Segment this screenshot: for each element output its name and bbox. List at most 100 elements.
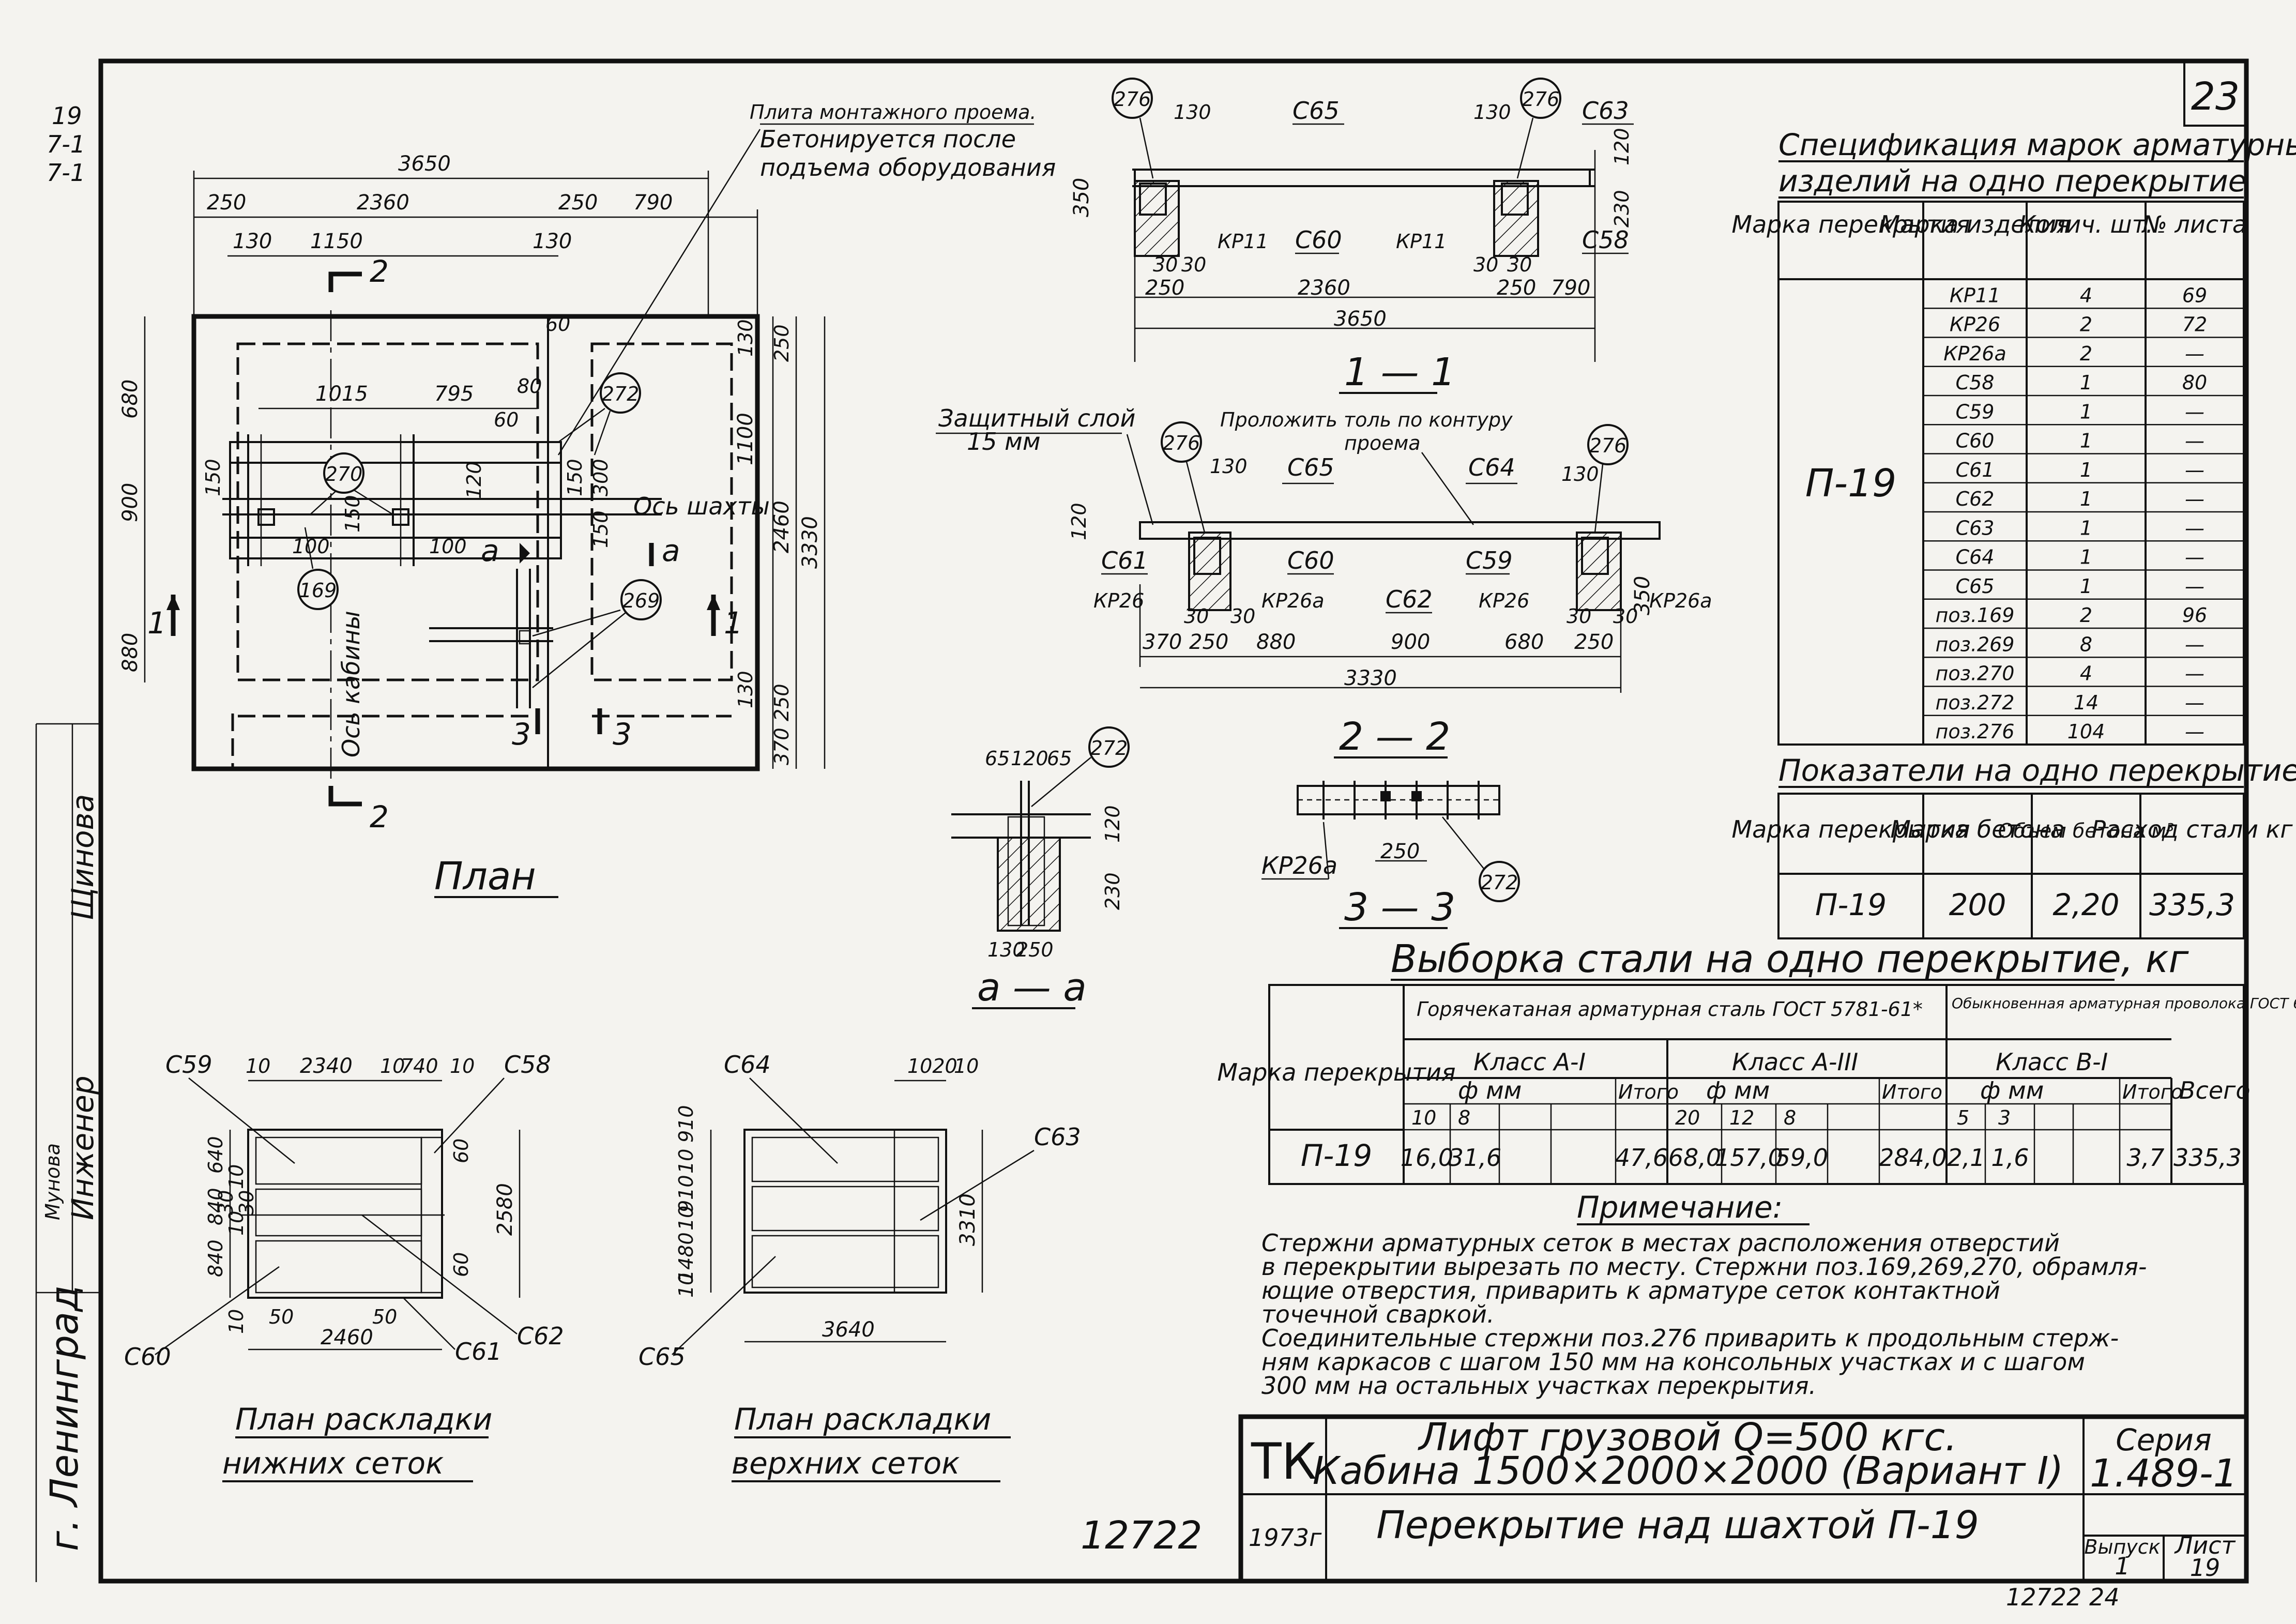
svg-text:П-19: П-19: [1815, 887, 1887, 922]
svg-text:1: 1: [2115, 1552, 2130, 1580]
svg-text:С63: С63: [1034, 1123, 1081, 1151]
svg-text:С58: С58: [1582, 226, 1629, 254]
svg-text:Марка бетона: Марка бетона: [1890, 815, 2065, 843]
sheet-frame: [98, 58, 2249, 1584]
svg-text:840: 840: [204, 1239, 227, 1277]
svg-text:3330: 3330: [1344, 666, 1397, 690]
svg-text:130: 130: [734, 319, 757, 357]
svg-text:2360: 2360: [357, 191, 409, 215]
spec-cell: 1: [2080, 430, 2092, 452]
svg-text:10: 10: [675, 1273, 697, 1298]
spec-cell: КР11: [1950, 284, 2000, 307]
section-3-3-title: 3 — 3: [1344, 885, 1455, 930]
svg-text:130: 130: [1210, 455, 1248, 478]
svg-text:150: 150: [341, 495, 364, 533]
svg-text:150: 150: [202, 459, 224, 496]
section-2-2: 370 250 880 900 680 250 3330 30 30 30 30…: [936, 404, 1712, 759]
svg-text:Марка изделия: Марка изделия: [1879, 210, 2070, 238]
svg-text:проема: проема: [1344, 432, 1421, 454]
svg-text:130: 130: [987, 938, 1025, 961]
svg-text:150: 150: [589, 510, 612, 548]
svg-text:КР26: КР26: [1093, 589, 1144, 612]
svg-text:Всего: Всего: [2179, 1076, 2250, 1104]
plan-dim-3650: 3650: [398, 152, 451, 176]
svg-text:250: 250: [1189, 630, 1228, 654]
s11-circle-276-right: 276: [1522, 88, 1560, 111]
svg-text:КР11: КР11: [1396, 230, 1447, 253]
svg-text:С61: С61: [455, 1338, 502, 1365]
spec-cell: С58: [1956, 371, 1995, 394]
plan-title: План: [434, 854, 536, 899]
svg-text:910: 910: [675, 1175, 697, 1212]
spec-cell: 1: [2080, 546, 2092, 569]
svg-text:3650: 3650: [1334, 307, 1387, 331]
spec-cell: С60: [1956, 430, 1995, 452]
spec-cell: —: [2185, 488, 2204, 510]
svg-text:Класс В-I: Класс В-I: [1996, 1048, 2108, 1076]
svg-text:80: 80: [517, 375, 542, 398]
note-line: ням каркасов с шагом 150 мм на консольны…: [1261, 1348, 2085, 1376]
spec-cell: 14: [2074, 691, 2099, 714]
svg-text:740: 740: [401, 1055, 438, 1077]
aa-circle-272: 272: [1090, 737, 1128, 760]
title-line2: Кабина 1500×2000×2000 (Вариант I): [1313, 1449, 2063, 1493]
svg-text:350: 350: [1070, 178, 1093, 217]
svg-text:10: 10: [225, 1309, 248, 1334]
spec-cell: 1: [2080, 488, 2092, 510]
spec-cell: 1: [2080, 400, 2092, 423]
steel-table: Выборка стали на одно перекрытие, кг Гор…: [1217, 937, 2296, 1185]
svg-text:15 мм: 15 мм: [967, 428, 1041, 456]
svg-text:10: 10: [675, 1149, 697, 1174]
svg-text:ф мм: ф мм: [1706, 1076, 1770, 1104]
spec-cell: —: [2185, 430, 2204, 452]
spec-cell: —: [2185, 720, 2204, 743]
spec-cell: поз.169: [1936, 604, 2015, 627]
svg-text:3640: 3640: [822, 1318, 875, 1342]
spec-cell: поз.269: [1936, 633, 2015, 656]
svg-text:С59: С59: [1466, 547, 1513, 574]
spec-cell: 96: [2182, 604, 2207, 627]
svg-text:30: 30: [1507, 253, 1532, 276]
opening-note-3: подъема оборудования: [760, 154, 1056, 181]
note-line: точечной сваркой.: [1261, 1300, 1495, 1328]
pos-circle-169: 169: [299, 579, 337, 602]
section-mark-2-bottom: 2: [370, 799, 389, 834]
svg-text:790: 790: [633, 191, 673, 215]
spec-cell: 1: [2080, 459, 2092, 481]
spec-cell: 2: [2080, 313, 2092, 336]
svg-text:250: 250: [558, 191, 598, 215]
svg-text:Марка перекрытия: Марка перекрытия: [1731, 815, 1970, 843]
inventory-number: 12722 24: [2006, 1583, 2120, 1611]
section-mark-a-left: а: [481, 533, 499, 568]
svg-text:8: 8: [1458, 1106, 1470, 1129]
svg-text:КР26а: КР26а: [1261, 589, 1325, 612]
section-mark-3-left: 3: [512, 717, 531, 752]
spec-cell: 80: [2182, 371, 2207, 394]
svg-text:2360: 2360: [1298, 276, 1350, 300]
spec-cell: —: [2185, 633, 2204, 656]
svg-text:Объем бетона м³: Объем бетона м³: [1998, 819, 2175, 842]
spec-cell: —: [2185, 517, 2204, 539]
svg-text:Расход стали кг: Расход стали кг: [2091, 815, 2293, 843]
svg-text:10: 10: [380, 1055, 405, 1077]
city-label: г. Ленинград: [42, 1285, 87, 1551]
spec-cell: 2: [2080, 604, 2092, 627]
opening-note-2: Бетонируется после: [760, 125, 1016, 153]
steel-cell: 59,0: [1775, 1144, 1828, 1172]
cover-label: Защитный слой: [938, 404, 1135, 432]
spec-cell: 72: [2182, 313, 2207, 336]
opening-frame: [229, 441, 562, 559]
steel-cell: 284,0: [1879, 1144, 1947, 1172]
plan-view: 3650 250 2360 250 790 130 1150 130 1015 …: [118, 101, 1056, 899]
spec-cell: 4: [2080, 284, 2092, 307]
svg-text:250: 250: [1380, 840, 1420, 863]
series-number: 1.489-1: [2090, 1451, 2238, 1496]
title-line1: Лифт грузовой Q=500 кгс.: [1417, 1415, 1957, 1460]
section-1-1: 30 30 30 30 250 2360 250 790 3650 130 13…: [1070, 78, 1634, 394]
note-title: Примечание:: [1577, 1190, 1783, 1225]
spec-mark: П-19: [1805, 461, 1897, 506]
svg-text:30: 30: [235, 1190, 258, 1215]
opening-note-1: Плита монтажного проема.: [750, 101, 1037, 124]
spec-cell: —: [2185, 575, 2204, 598]
